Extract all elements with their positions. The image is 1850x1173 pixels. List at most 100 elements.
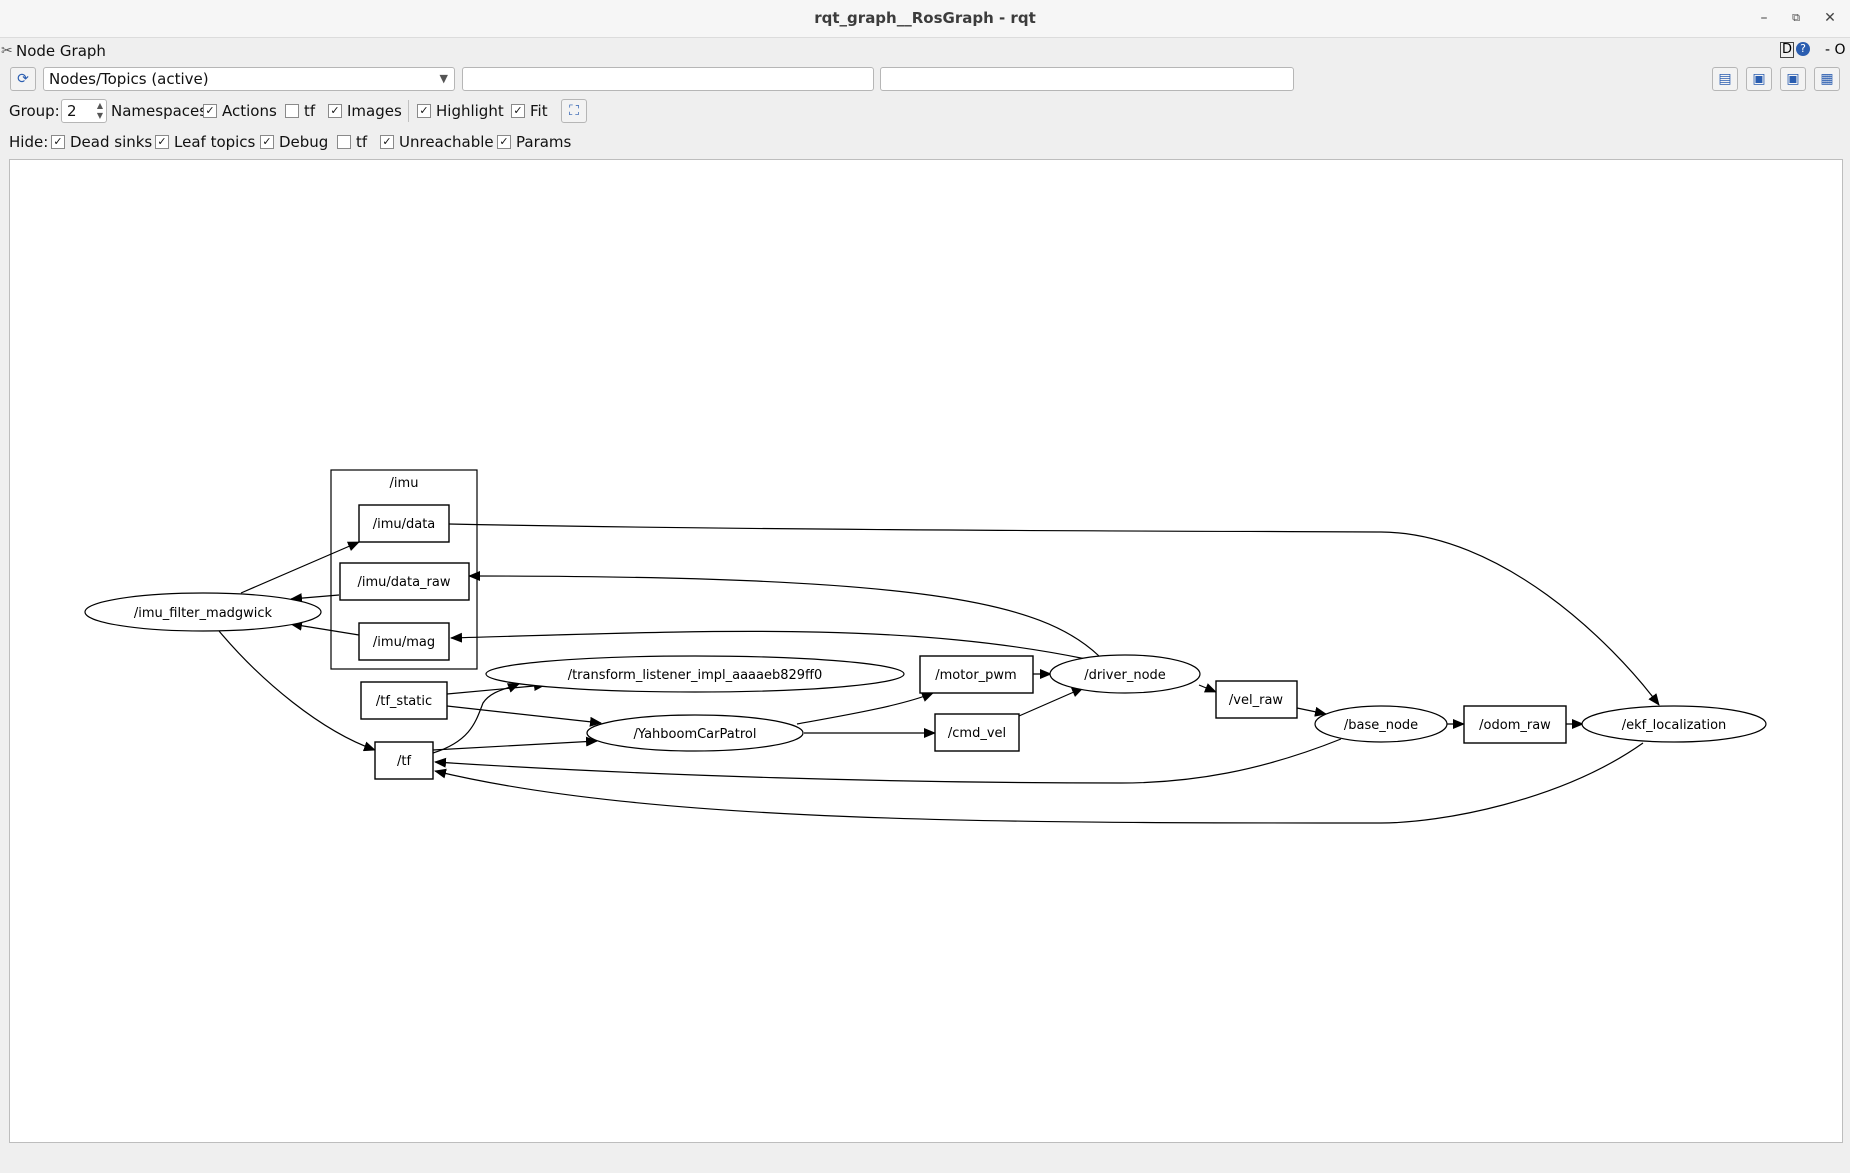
hide-label: Hide:	[9, 133, 49, 151]
save-image-button[interactable]: ▦	[1814, 67, 1840, 91]
node-transform-listener[interactable]	[485, 655, 905, 693]
topic-imu-data-raw-label: /imu/data_raw	[358, 575, 451, 590]
tf-group-label: tf	[304, 102, 316, 120]
params-checkbox[interactable]: ✓	[497, 135, 511, 149]
node-ekf-localization[interactable]	[1581, 705, 1767, 743]
topic-vel-raw-label: /vel_raw	[1229, 693, 1283, 708]
plugin-header: ✂ Node Graph D ? - O	[0, 38, 1850, 62]
save-dot-button[interactable]: ▣	[1746, 67, 1772, 91]
images-checkbox[interactable]: ✓	[328, 104, 342, 118]
view-mode-combo[interactable]: Nodes/Topics (active) ▼	[43, 67, 455, 91]
edge-ekf-to-tf	[434, 742, 1644, 824]
topic-motor-pwm[interactable]	[919, 655, 1034, 694]
save-as-icon: ▣	[1752, 71, 1766, 87]
node-imu-filter-label: /imu_filter_madgwick	[134, 606, 273, 621]
node-base-node[interactable]	[1314, 705, 1448, 743]
edge-filter-to-imu-data	[240, 541, 360, 594]
node-transform-listener-label: /transform_listener_impl_aaaaeb829ff0	[568, 668, 823, 683]
topic-tf-label: /tf	[397, 754, 411, 769]
save-svg-button[interactable]: ▣	[1780, 67, 1806, 91]
graph-canvas[interactable]: /imu	[9, 159, 1843, 1143]
export-svg-icon: ▣	[1786, 71, 1800, 87]
node-patrol-label: /YahboomCarPatrol	[634, 727, 757, 742]
debug-label: Debug	[279, 133, 329, 151]
topic-tf[interactable]	[374, 741, 434, 780]
save-icon: ▤	[1718, 71, 1732, 87]
edge-vel-raw-to-base	[1296, 706, 1327, 717]
dead-sinks-checkbox[interactable]: ✓	[51, 135, 65, 149]
topic-imu-data[interactable]	[358, 504, 450, 543]
topic-cmd-vel-label: /cmd_vel	[948, 726, 1006, 741]
imu-cluster	[330, 469, 478, 670]
edge-tf-static-to-listener	[446, 681, 546, 695]
options-row: Group: 2 ▲ ▼ Namespaces ✓ Actions tf ✓ I…	[0, 99, 1850, 125]
topic-imu-mag[interactable]	[358, 622, 450, 661]
edge-filter-to-tf	[218, 630, 376, 752]
edge-tf-to-listener	[432, 683, 520, 754]
debug-help-button[interactable]: D	[1780, 42, 1795, 58]
topic-filter-input[interactable]	[880, 67, 1294, 91]
tf-hide-label: tf	[356, 133, 368, 151]
spin-up-icon[interactable]: ▲	[96, 101, 103, 110]
topic-cmd-vel[interactable]	[934, 713, 1020, 752]
node-graph-svg[interactable]: /imu	[10, 160, 1842, 1142]
topic-vel-raw[interactable]	[1215, 680, 1298, 719]
edge-base-to-tf	[434, 738, 1342, 784]
plugin-tools-icon: ✂	[1, 43, 13, 59]
edge-driver-to-imu-mag	[450, 630, 1087, 660]
highlight-label: Highlight	[436, 102, 504, 120]
edge-imu-data-to-ekf	[448, 523, 1660, 706]
hide-row: Hide: ✓ Dead sinks ✓ Leaf topics ✓ Debug…	[0, 130, 1850, 156]
restore-button[interactable]: ⧉	[1792, 11, 1800, 24]
node-imu-filter-madgwick[interactable]	[84, 592, 322, 632]
spin-down-icon[interactable]: ▼	[96, 111, 103, 120]
edge-imu-data-raw-to-filter	[290, 593, 340, 604]
edge-tf-to-patrol	[432, 736, 598, 751]
view-mode-value: Nodes/Topics (active)	[49, 70, 209, 88]
topic-motor-pwm-label: /motor_pwm	[935, 668, 1016, 683]
namespaces-label: Namespaces	[111, 102, 208, 120]
toolbar-separator	[408, 100, 409, 122]
refresh-button[interactable]: ⟳	[10, 67, 36, 91]
group-label: Group:	[9, 102, 60, 120]
topic-odom-raw[interactable]	[1463, 705, 1567, 744]
export-image-icon: ▦	[1820, 71, 1834, 87]
imu-cluster-label: /imu	[390, 476, 419, 491]
topic-tf-static[interactable]	[360, 681, 448, 720]
edge-cmd-vel-to-driver	[1018, 687, 1084, 717]
node-driver-label: /driver_node	[1084, 668, 1166, 683]
minimize-button[interactable]: –	[1760, 10, 1768, 26]
node-yahboom-car-patrol[interactable]	[586, 714, 804, 752]
highlight-checkbox[interactable]: ✓	[417, 104, 431, 118]
edge-tf-static-to-patrol	[446, 705, 602, 727]
help-icon[interactable]: ?	[1796, 42, 1810, 56]
tf-hide-checkbox[interactable]	[337, 135, 351, 149]
node-ekf-label: /ekf_localization	[1622, 718, 1727, 733]
unreachable-checkbox[interactable]: ✓	[380, 135, 394, 149]
actions-checkbox[interactable]: ✓	[203, 104, 217, 118]
node-base-label: /base_node	[1344, 718, 1418, 733]
actions-label: Actions	[222, 102, 277, 120]
topic-imu-data-raw[interactable]	[339, 562, 470, 601]
topic-imu-data-label: /imu/data	[373, 517, 436, 532]
tf-group-checkbox[interactable]	[285, 104, 299, 118]
params-label: Params	[516, 133, 572, 151]
fit-in-view-button[interactable]: ⛶	[561, 99, 587, 123]
plugin-close-button[interactable]: - O	[1825, 42, 1846, 58]
chevron-down-icon: ▼	[439, 72, 448, 85]
leaf-topics-checkbox[interactable]: ✓	[155, 135, 169, 149]
close-button[interactable]: ✕	[1824, 10, 1836, 26]
edge-patrol-to-motor-pwm	[796, 692, 934, 725]
topic-imu-mag-label: /imu/mag	[373, 635, 435, 650]
node-driver-node[interactable]	[1049, 654, 1201, 694]
load-dot-button[interactable]: ▤	[1712, 67, 1738, 91]
edge-driver-to-imu-data-raw	[468, 571, 1100, 657]
group-value: 2	[67, 102, 77, 120]
topic-odom-raw-label: /odom_raw	[1479, 718, 1551, 733]
unreachable-label: Unreachable	[399, 133, 494, 151]
group-spinbox[interactable]: 2 ▲ ▼	[61, 99, 107, 123]
plugin-title: Node Graph	[16, 42, 106, 60]
node-filter-input[interactable]	[462, 67, 874, 91]
fit-checkbox[interactable]: ✓	[511, 104, 525, 118]
debug-checkbox[interactable]: ✓	[260, 135, 274, 149]
